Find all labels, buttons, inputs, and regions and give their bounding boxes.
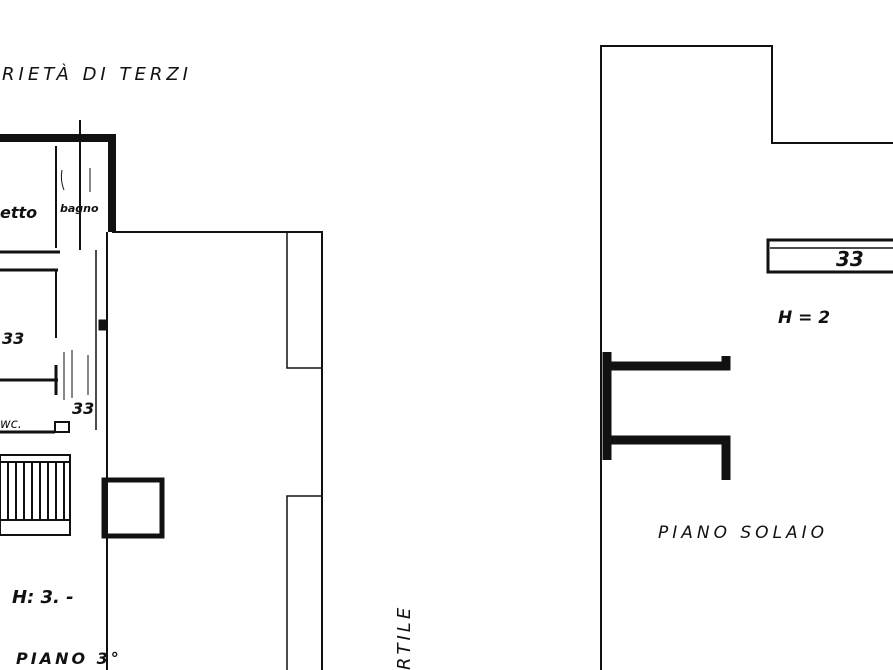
door-post bbox=[54, 421, 70, 433]
third-floor-plan bbox=[0, 120, 323, 670]
attic-floor-plan bbox=[600, 45, 893, 670]
courtyard-notch-top bbox=[286, 232, 322, 369]
fixture-sketch bbox=[63, 350, 89, 400]
property-of-others-label: RIETÀ DI TERZI bbox=[2, 63, 192, 85]
room-label-bagno: bagno bbox=[60, 202, 99, 215]
room-label-wc: wc. bbox=[0, 417, 22, 432]
staircase bbox=[0, 454, 71, 536]
courtyard-outline bbox=[112, 231, 323, 670]
height-attic: H = 2 bbox=[778, 308, 830, 328]
cortile-label: RTILE bbox=[394, 605, 415, 670]
shaft-box bbox=[101, 477, 165, 539]
room-number-33-b: 33 bbox=[72, 399, 94, 418]
attic-outline bbox=[600, 45, 893, 670]
wall-mark bbox=[98, 319, 108, 331]
attic-wall-stub bbox=[602, 352, 731, 480]
outer-thick-wall bbox=[0, 134, 116, 232]
floor-label-attic: PIANO SOLAIO bbox=[658, 523, 828, 543]
slab-outline bbox=[766, 238, 893, 274]
courtyard-notch-bottom bbox=[286, 495, 322, 670]
room-number-33-a: 33 bbox=[2, 329, 24, 348]
attic-number: 33 bbox=[836, 247, 864, 271]
room-label-letto: etto bbox=[0, 203, 37, 222]
fixture-sketch bbox=[60, 168, 91, 192]
height-third-floor: H: 3. - bbox=[12, 587, 74, 608]
floor-label-third: PIANO 3° bbox=[16, 649, 122, 668]
